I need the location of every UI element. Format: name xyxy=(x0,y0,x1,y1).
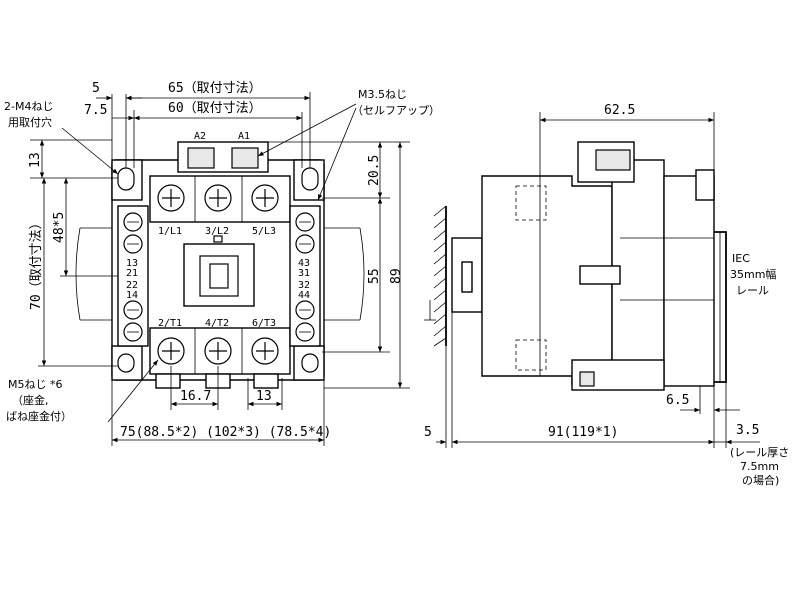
dim-65: 65（取付寸法） xyxy=(168,81,262,96)
bottom-screw-side xyxy=(579,371,595,387)
main-terminals-bottom xyxy=(149,327,291,375)
coil-terminal-a1 xyxy=(231,147,259,169)
armature-indicator xyxy=(199,255,239,297)
dim-5-top: 5 xyxy=(92,81,100,96)
note-m5-line2: （座金, xyxy=(12,393,49,407)
aux-left-13: 13 xyxy=(126,258,138,269)
top-latch-side xyxy=(695,169,715,201)
hidden-screw-top xyxy=(515,185,547,221)
dim-13-left: 13 xyxy=(28,152,43,168)
dim-55: 55 xyxy=(367,268,382,284)
front-view: A2 A1 1/L1 3/L2 5/L3 xyxy=(75,131,365,389)
dim-6-5: 6.5 xyxy=(666,393,689,408)
mount-hole-bottom-left xyxy=(117,353,135,373)
dim-13-bottom: 13 xyxy=(256,389,272,404)
coil-screw-side xyxy=(595,149,631,171)
note-m5-line3: ばね座金付） xyxy=(6,409,72,423)
note-m35-line2: （セルフアップ） xyxy=(352,104,440,117)
side-view-dimensions: 62.5 5 91(119*1) 6.5 3.5 (レール厚さ 7.5mm の場… xyxy=(424,103,789,487)
label-3-l2: 3/L2 xyxy=(205,226,229,237)
mount-flange-top-right xyxy=(293,159,325,201)
mount-hole-bottom-right xyxy=(301,353,319,373)
aux-left-21: 21 xyxy=(126,268,138,279)
note-m5-line1: M5ねじ *6 xyxy=(8,378,62,391)
dim-7-5: 7.5 xyxy=(84,103,107,118)
dim-91: 91(119*1) xyxy=(548,425,618,440)
armature-side xyxy=(579,265,621,285)
bottom-clip-3 xyxy=(253,373,279,389)
label-2-t1: 2/T1 xyxy=(158,318,182,329)
dim-20-5: 20.5 xyxy=(367,155,382,186)
mount-flange-bottom-left xyxy=(111,345,143,381)
mounting-wall xyxy=(424,205,447,347)
side-view: IEC 35mm幅 レール xyxy=(424,141,776,391)
note-rail-line1: (レール厚さ xyxy=(730,446,789,459)
aux-block-right xyxy=(289,205,321,347)
label-4-t2: 4/T2 xyxy=(205,318,229,329)
mount-flange-bottom-right xyxy=(293,345,325,381)
hidden-screw-bottom xyxy=(515,339,547,371)
aux-block-left xyxy=(117,205,149,347)
dim-62-5: 62.5 xyxy=(604,103,635,118)
dim-48: 48*5 xyxy=(52,212,67,243)
note-m4-line1: 2-M4ねじ xyxy=(4,100,53,113)
label-5-l3: 5/L3 xyxy=(252,226,276,237)
label-1-l1: 1/L1 xyxy=(158,226,182,237)
dim-70: 70（取付寸法） xyxy=(29,216,44,310)
bottom-clip-1 xyxy=(155,373,181,389)
note-m4-line2: 用取付穴 xyxy=(8,115,52,129)
dim-5-side: 5 xyxy=(424,425,432,440)
window-marker xyxy=(213,235,223,243)
aux-left-22: 22 xyxy=(126,280,138,291)
dim-75: 75(88.5*2) (102*3) (78.5*4) xyxy=(120,425,331,440)
main-terminals-top xyxy=(149,175,291,223)
terminal-screw-t3 xyxy=(251,337,279,365)
terminal-screw-t1 xyxy=(157,337,185,365)
terminal-screw-t2 xyxy=(204,337,232,365)
note-m35-line1: M3.5ねじ xyxy=(358,88,407,101)
label-a2: A2 xyxy=(194,131,206,142)
terminal-screw-l1 xyxy=(157,184,185,212)
note-rail-line3: の場合) xyxy=(742,473,779,487)
dim-89: 89 xyxy=(389,268,404,284)
coil-terminal-a2 xyxy=(187,147,215,169)
aux-right-43: 43 xyxy=(298,258,310,269)
armature-window xyxy=(183,243,255,307)
aux-right-31: 31 xyxy=(298,268,310,279)
front-view-dimensions: 5 65（取付寸法） 7.5 60（取付寸法） 2-M4ねじ 用取付穴 13 4… xyxy=(4,81,440,446)
rail-label-line3: レール xyxy=(736,284,769,297)
note-rail-line2: 7.5mm xyxy=(740,460,779,473)
mount-flange-top-left xyxy=(111,159,143,201)
label-6-t3: 6/T3 xyxy=(252,318,276,329)
terminal-screw-l2 xyxy=(204,184,232,212)
rail-label-line2: 35mm幅 xyxy=(730,268,776,281)
aux-left-14: 14 xyxy=(126,290,138,301)
dim-16-7: 16.7 xyxy=(180,389,211,404)
dim-60: 60（取付寸法） xyxy=(168,101,262,116)
label-a1: A1 xyxy=(238,131,250,142)
rail-label-line1: IEC xyxy=(732,252,750,265)
front-operating-part xyxy=(663,175,715,387)
dim-3-5: 3.5 xyxy=(736,423,759,438)
aux-right-44: 44 xyxy=(298,290,310,301)
terminal-screw-l3 xyxy=(251,184,279,212)
aux-right-32: 32 xyxy=(298,280,310,291)
side-base-latch xyxy=(461,261,473,293)
